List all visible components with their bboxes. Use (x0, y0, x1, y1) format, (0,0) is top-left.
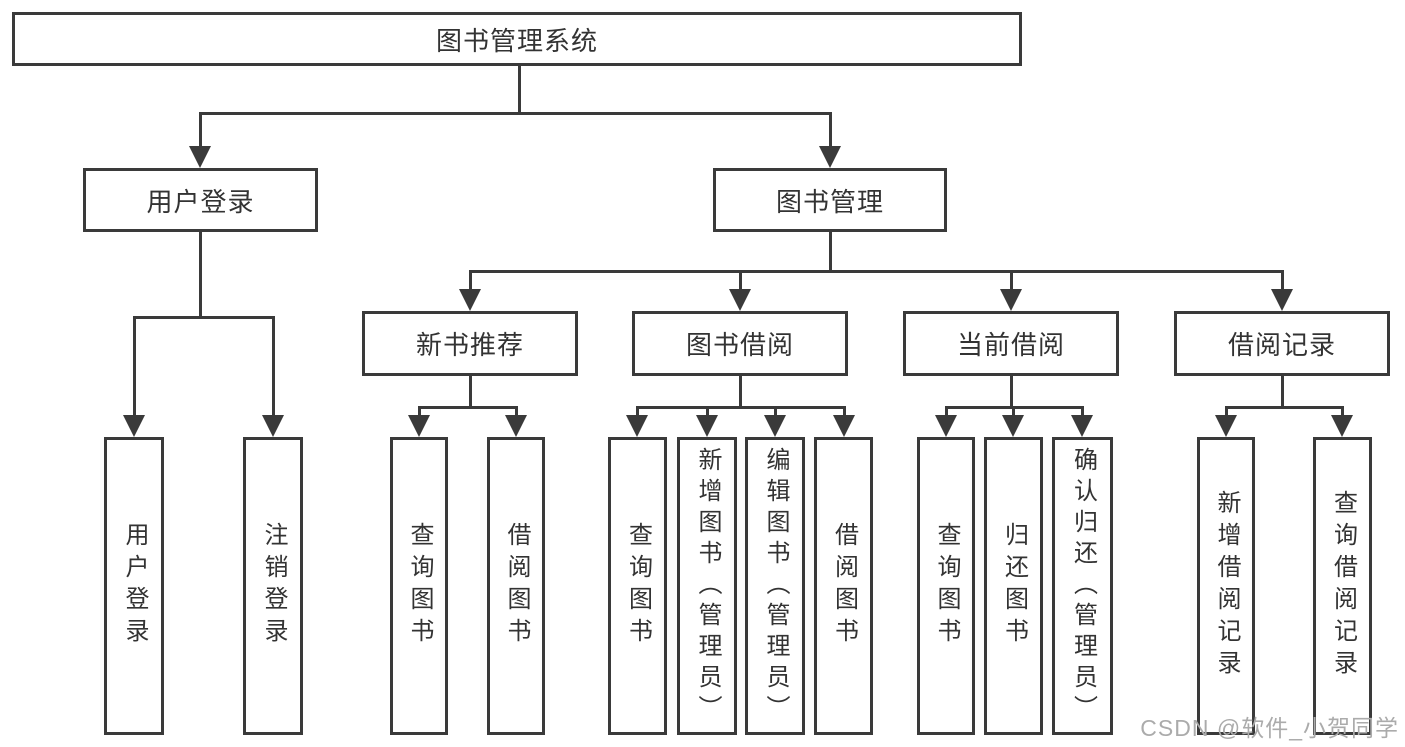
leaf-borrow-books-borrow-label: 借阅图书 (830, 522, 858, 650)
connector-to-leaf-borrow-books-1 (515, 406, 518, 420)
node-book-borrow-label: 图书借阅 (685, 330, 794, 360)
node-root-label: 图书管理系统 (435, 25, 598, 56)
connector-new-book-bus (418, 406, 518, 409)
arrowhead-borrow-records (1271, 289, 1293, 311)
arrowhead-leaf-edit-books (764, 415, 786, 437)
connector-borrow-records-stem (1281, 376, 1284, 409)
node-borrow-records-label: 借阅记录 (1227, 330, 1336, 360)
connector-borrow-records-bus (1225, 406, 1344, 409)
leaf-add-books-admin: 新增图书（管理员） (677, 437, 737, 735)
leaf-query-borrow-record-label: 查询借阅记录 (1329, 490, 1357, 682)
node-current-borrow: 当前借阅 (903, 311, 1119, 376)
arrowhead-user-login (189, 146, 211, 168)
arrowhead-leaf-query-books-1 (408, 415, 430, 437)
arrowhead-leaf-query-books-2 (626, 415, 648, 437)
connector-to-book-borrow (739, 270, 742, 293)
leaf-query-books-current: 查询图书 (917, 437, 975, 735)
connector-to-leaf-query-record (1341, 406, 1344, 420)
connector-to-leaf-borrow-books-2 (843, 406, 846, 420)
arrowhead-leaf-user-login (123, 415, 145, 437)
arrowhead-leaf-add-books (696, 415, 718, 437)
node-new-book-recommend: 新书推荐 (362, 311, 578, 376)
arrowhead-leaf-query-books-3 (935, 415, 957, 437)
connector-to-leaf-edit-books (774, 406, 777, 420)
arrowhead-leaf-borrow-books-1 (505, 415, 527, 437)
connector-book-management-stem (829, 232, 832, 273)
arrowhead-leaf-add-record (1215, 415, 1237, 437)
arrowhead-leaf-return-books (1002, 415, 1024, 437)
connector-user-login-stem (199, 232, 202, 319)
connector-level3-bus (469, 270, 1284, 273)
arrowhead-book-borrow (729, 289, 751, 311)
arrowhead-leaf-borrow-books-2 (833, 415, 855, 437)
leaf-borrow-books-newbook: 借阅图书 (487, 437, 545, 735)
leaf-add-books-admin-label: 新增图书（管理员） (694, 446, 721, 726)
leaf-query-books-newbook-label: 查询图书 (406, 522, 433, 650)
leaf-query-books-newbook: 查询图书 (390, 437, 448, 735)
node-user-login-label: 用户登录 (146, 186, 255, 217)
leaf-borrow-books-borrow: 借阅图书 (814, 437, 873, 735)
connector-to-leaf-add-books (706, 406, 709, 420)
node-book-borrow: 图书借阅 (632, 311, 848, 376)
node-user-login: 用户登录 (83, 168, 318, 232)
connector-book-borrow-bus (636, 406, 846, 409)
connector-to-book-management (829, 112, 832, 148)
connector-root-stem (518, 66, 521, 112)
leaf-user-login-label: 用户登录 (121, 522, 148, 650)
leaf-add-borrow-record-label: 新增借阅记录 (1213, 490, 1240, 682)
connector-to-leaf-add-record (1225, 406, 1228, 420)
leaf-edit-books-admin-label: 编辑图书（管理员） (762, 446, 789, 726)
connector-current-borrow-stem (1010, 376, 1013, 409)
node-current-borrow-label: 当前借阅 (956, 330, 1065, 360)
arrowhead-leaf-query-record (1331, 415, 1353, 437)
connector-to-leaf-logout (272, 316, 275, 417)
connector-to-leaf-query-books-2 (636, 406, 639, 420)
connector-to-leaf-user-login (133, 316, 136, 417)
node-borrow-records: 借阅记录 (1174, 311, 1390, 376)
leaf-edit-books-admin: 编辑图书（管理员） (745, 437, 805, 735)
node-book-management-label: 图书管理 (775, 186, 884, 217)
connector-level2-bus (199, 112, 832, 115)
csdn-watermark: CSDN @软件_小贺同学 (1140, 715, 1399, 741)
arrowhead-leaf-logout (262, 415, 284, 437)
arrowhead-leaf-confirm-return (1071, 415, 1093, 437)
leaf-logout: 注销登录 (243, 437, 303, 735)
connector-to-leaf-return-books (1012, 406, 1015, 420)
leaf-add-borrow-record: 新增借阅记录 (1197, 437, 1255, 735)
leaf-query-books-current-label: 查询图书 (933, 522, 960, 650)
connector-to-user-login (199, 112, 202, 148)
connector-to-leaf-query-books-3 (945, 406, 948, 420)
connector-book-borrow-stem (739, 376, 742, 409)
leaf-confirm-return-admin-label: 确认归还（管理员） (1069, 446, 1097, 726)
arrowhead-book-management (819, 146, 841, 168)
connector-to-leaf-query-books-1 (418, 406, 421, 420)
connector-new-book-stem (469, 376, 472, 409)
connector-to-new-book-recommend (469, 270, 472, 293)
node-new-book-recommend-label: 新书推荐 (415, 330, 524, 360)
connector-to-borrow-records (1281, 270, 1284, 293)
node-book-management: 图书管理 (713, 168, 947, 232)
leaf-confirm-return-admin: 确认归还（管理员） (1052, 437, 1113, 735)
leaf-borrow-books-newbook-label: 借阅图书 (503, 522, 530, 650)
leaf-query-borrow-record: 查询借阅记录 (1313, 437, 1372, 735)
node-root: 图书管理系统 (12, 12, 1022, 66)
leaf-return-books-label: 归还图书 (1000, 522, 1028, 650)
connector-user-login-bus (133, 316, 275, 319)
leaf-user-login: 用户登录 (104, 437, 164, 735)
leaf-query-books-borrow: 查询图书 (608, 437, 667, 735)
leaf-query-books-borrow-label: 查询图书 (624, 522, 652, 650)
arrowhead-new-book-recommend (459, 289, 481, 311)
connector-to-current-borrow (1010, 270, 1013, 293)
leaf-logout-label: 注销登录 (260, 522, 287, 650)
connector-to-leaf-confirm-return (1081, 406, 1084, 420)
arrowhead-current-borrow (1000, 289, 1022, 311)
leaf-return-books: 归还图书 (984, 437, 1043, 735)
